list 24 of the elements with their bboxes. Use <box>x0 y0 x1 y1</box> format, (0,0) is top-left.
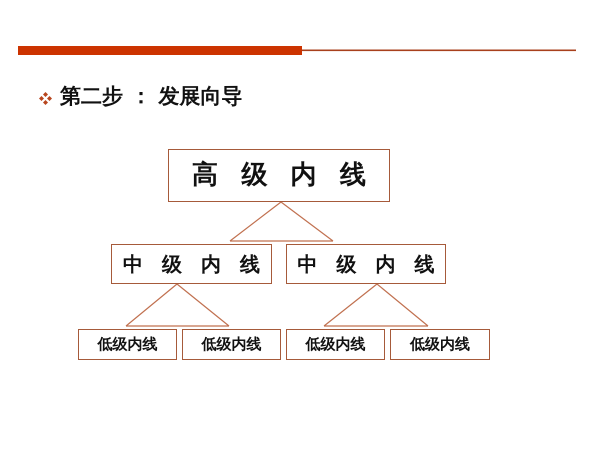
rank-box <box>182 329 281 360</box>
rank-box <box>168 149 390 202</box>
rank-label: 高 级 内 线 <box>192 161 366 190</box>
rank-label: 中 级 内 线 <box>298 253 434 275</box>
connector-line <box>324 325 428 327</box>
rank-box <box>390 329 490 360</box>
connector-line <box>230 240 333 242</box>
rank-box <box>111 244 272 284</box>
rank-label: 低级内线 <box>202 336 262 353</box>
connector-line <box>230 202 282 242</box>
connector-line <box>324 284 378 326</box>
connector-line <box>126 284 178 326</box>
connector-line <box>176 284 230 326</box>
connector-line <box>376 284 428 326</box>
slide-title: 第二步 ： 发展向导 <box>60 84 243 110</box>
rank-box <box>286 329 385 360</box>
rank-label: 低级内线 <box>306 336 366 353</box>
connector-line <box>126 325 229 327</box>
rank-label: 中 级 内 线 <box>123 253 260 275</box>
rank-box <box>286 244 446 284</box>
rank-label: 低级内线 <box>98 336 158 353</box>
rank-label: 低级内线 <box>410 336 470 353</box>
rank-box <box>78 329 177 360</box>
connector-line <box>280 202 334 242</box>
